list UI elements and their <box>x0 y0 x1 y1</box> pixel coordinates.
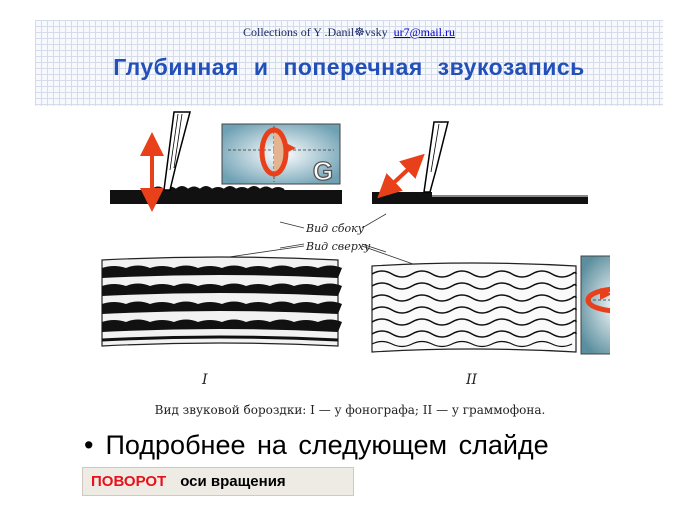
credit-email-link[interactable]: ur7@mail.ru <box>393 25 455 39</box>
bullet-text: Подробнее на следующем слайде <box>105 430 549 460</box>
right-stylus <box>423 121 449 193</box>
right-side-view <box>372 121 588 204</box>
credit-line: Collections of Y .Danil☸vsky ur7@mail.ru <box>35 25 663 40</box>
rotation-badge: ПОВОРОТ оси вращения <box>82 467 354 496</box>
groove-diagram: G V Вид сбоку Вид сверху <box>90 110 610 430</box>
wheel-icon: ☸ <box>354 25 365 39</box>
right-top-view <box>371 262 577 353</box>
inset-letter-g: G <box>313 156 333 186</box>
slide-header: Collections of Y .Danil☸vsky ur7@mail.ru… <box>35 20 663 106</box>
credit-prefix: Collections of Y .Danil <box>243 25 355 39</box>
label-top-view: Вид сверху <box>305 240 371 253</box>
inset-v: V <box>580 255 610 355</box>
label-side-view: Вид сбоку <box>305 222 365 235</box>
left-top-view <box>101 256 342 347</box>
badge-word-rotation: ПОВОРОТ <box>91 473 167 490</box>
badge-word-axis: оси вращения <box>180 473 286 490</box>
rotation-ellipse-v <box>585 286 610 314</box>
figure-caption: Вид звуковой бороздки: I — у фонографа; … <box>155 403 546 417</box>
left-record-surface <box>110 190 342 204</box>
credit-suffix: vsky <box>364 25 388 39</box>
label-figure-ii: II <box>465 372 478 388</box>
slide-title: Глубинная и поперечная звукозапись <box>113 54 585 80</box>
left-stylus <box>163 111 191 191</box>
label-figure-i: I <box>201 372 208 388</box>
bullet-marker: • <box>84 430 94 460</box>
inset-g: G <box>221 123 341 187</box>
lateral-motion-arrow <box>377 153 425 199</box>
left-side-view <box>110 111 342 212</box>
groove-diagram-svg: G V Вид сбоку Вид сверху <box>101 111 610 417</box>
bullet-line: • Подробнее на следующем слайде <box>84 430 549 461</box>
